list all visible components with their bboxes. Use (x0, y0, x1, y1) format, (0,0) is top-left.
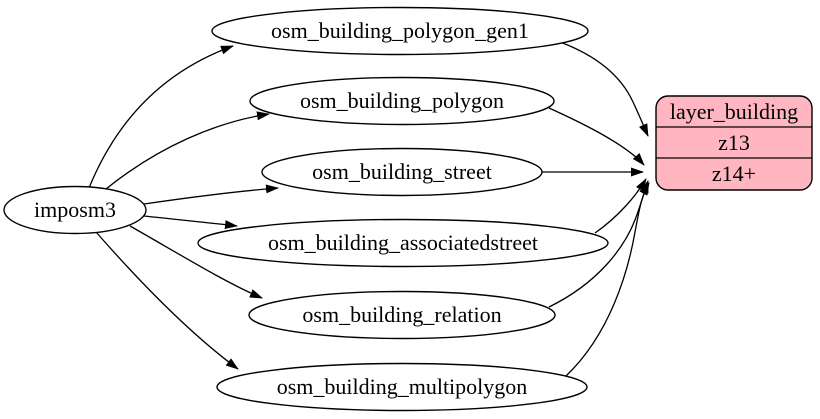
source-node-label: imposm3 (34, 197, 116, 222)
edge-imposm3-to-osm-building-polygon-gen1 (88, 45, 234, 189)
table-node-ellipse (216, 362, 588, 412)
edge-imposm3-to-osm-building-polygon (105, 111, 270, 190)
table-node-polygon: osm_building_polygon (249, 76, 555, 126)
table-node-polygon-gen1: osm_building_polygon_gen1 (211, 6, 589, 56)
table-node-label: osm_building_associatedstreet (268, 230, 538, 255)
table-node-label: osm_building_polygon (300, 88, 504, 113)
table-node-relation: osm_building_relation (248, 290, 556, 340)
layer-building-rect (655, 95, 813, 191)
table-node-ellipse (248, 290, 556, 340)
table-node-multipolygon: osm_building_multipolygon (216, 362, 588, 412)
edge-group (88, 41, 650, 377)
layer-building-title: layer_building (670, 99, 798, 124)
edge-osm-building-multipolygon-to-layer-z14 (565, 182, 650, 377)
table-node-street: osm_building_street (261, 147, 543, 197)
layer-row-z13-label: z13 (718, 130, 750, 155)
edge-osm-building-polygon-to-layer-z14 (548, 107, 645, 166)
source-node-imposm3: imposm3 (3, 185, 147, 235)
table-node-label: osm_building_relation (302, 302, 501, 327)
layer-building-node: layer_building z13 z14+ (655, 95, 813, 191)
table-node-associatedstreet: osm_building_associatedstreet (197, 218, 609, 268)
edge-osm-building-polygon-gen1-to-layer-z13 (559, 41, 649, 137)
edge-imposm3-to-osm-building-multipolygon (95, 231, 239, 370)
table-node-ellipse (211, 6, 589, 56)
table-node-label: osm_building_street (312, 159, 492, 184)
edge-imposm3-to-osm-building-street (143, 184, 279, 205)
source-node-ellipse (3, 185, 147, 235)
edge-imposm3-to-osm-building-associatedstreet (143, 215, 238, 230)
table-node-label: osm_building_polygon_gen1 (271, 18, 529, 43)
table-node-ellipse (261, 147, 543, 197)
layer-row-z14-label: z14+ (712, 161, 756, 186)
table-node-ellipse (197, 218, 609, 268)
edge-osm-building-associatedstreet-to-layer-z14 (594, 178, 647, 234)
table-node-ellipse (249, 76, 555, 126)
edge-imposm3-to-osm-building-relation (129, 225, 263, 299)
table-node-label: osm_building_multipolygon (277, 374, 528, 399)
